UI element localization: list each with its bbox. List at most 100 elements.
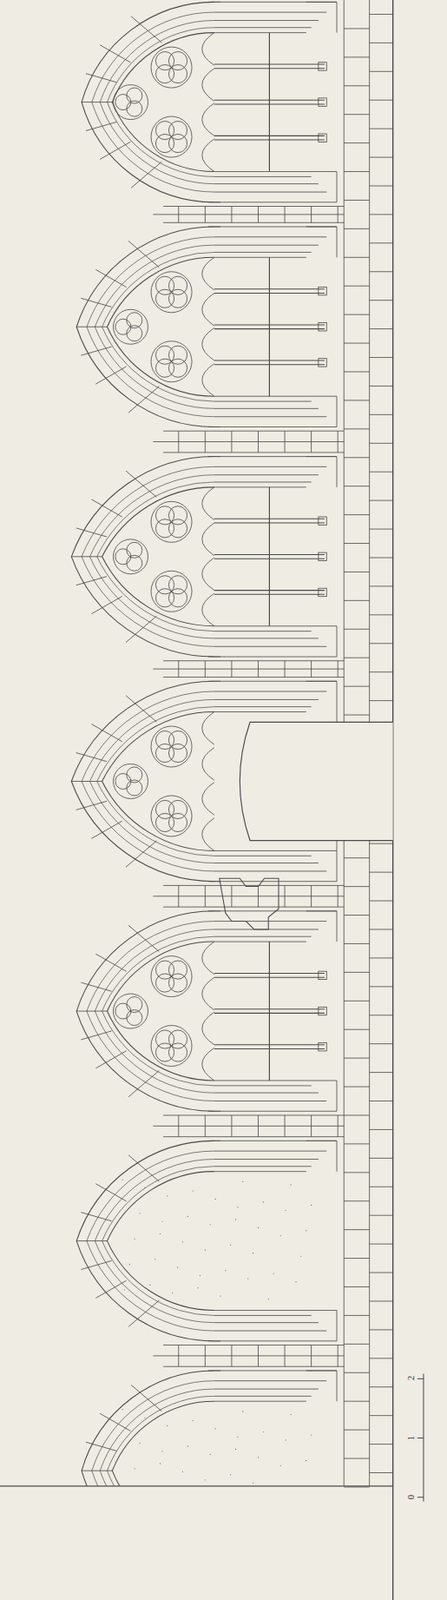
stipple	[204, 1478, 206, 1480]
stone-joint	[214, 480, 312, 482]
stone-joint	[306, 624, 337, 626]
tracery-circle	[151, 500, 192, 542]
stone-joint	[80, 1259, 112, 1269]
stone-joint	[369, 699, 394, 701]
stone-joint	[95, 1183, 126, 1201]
stipple	[122, 1407, 124, 1409]
stone-joint	[214, 395, 307, 397]
stone-joint	[163, 1343, 344, 1345]
stipple	[305, 1459, 307, 1460]
stipple	[204, 1248, 206, 1250]
stone-joint	[343, 314, 369, 316]
stone-joint	[269, 256, 270, 396]
stone-joint	[343, 971, 369, 973]
stone-joint	[269, 940, 270, 1080]
stone-joint	[306, 455, 337, 457]
stone-joint	[369, 442, 394, 444]
stone-joint	[95, 1050, 126, 1068]
stone-joint	[99, 141, 131, 159]
stone-joint	[214, 1339, 337, 1341]
tracery-foil	[115, 772, 132, 789]
stone-joint	[152, 894, 344, 896]
stipple	[124, 1288, 125, 1289]
stipple	[177, 1266, 178, 1268]
stone-joint	[369, 956, 394, 958]
arch-moulding	[92, 1380, 215, 1486]
stipple	[187, 1215, 189, 1217]
stone-joint	[369, 1413, 394, 1415]
stone-joint	[163, 884, 344, 886]
stone-joint	[163, 1135, 344, 1137]
stone-joint	[125, 470, 157, 497]
stone-joint	[369, 642, 394, 644]
arch-moulding	[97, 481, 215, 632]
stone-joint	[369, 1214, 394, 1216]
stone-joint	[369, 270, 394, 272]
stone-joint	[306, 395, 337, 397]
light-head	[202, 68, 215, 102]
stone-joint	[163, 205, 344, 207]
stone-joint	[152, 213, 344, 215]
stone-joint	[336, 171, 338, 203]
doorway	[239, 721, 393, 840]
mullion-end	[318, 516, 327, 525]
stone-joint	[336, 1079, 338, 1111]
stone-joint	[214, 630, 312, 632]
stone-joint	[369, 1156, 394, 1158]
stone-joint	[208, 680, 221, 682]
arch-moulding	[111, 32, 215, 172]
stone-joint	[152, 440, 344, 442]
arch-moulding	[71, 456, 215, 657]
stone-joint	[80, 981, 112, 991]
arch-moulding	[99, 20, 215, 185]
stipple	[144, 1186, 145, 1188]
stone-joint	[214, 26, 312, 28]
stone-joint	[369, 356, 394, 358]
tracery-foil	[168, 52, 187, 71]
mullion-end	[318, 322, 327, 331]
tracery-foil	[168, 276, 187, 295]
stipple	[257, 1226, 259, 1228]
stone-joint	[76, 326, 107, 328]
stone-joint	[343, 913, 369, 915]
stipple	[230, 1472, 231, 1474]
stone-joint	[214, 1387, 319, 1389]
stone-joint	[306, 1, 337, 3]
stone-joint	[163, 1113, 344, 1115]
stone-joint	[214, 880, 337, 881]
stone-joint	[208, 426, 221, 428]
stone-joint	[163, 222, 344, 224]
stipple	[219, 1294, 221, 1296]
tracery-circle	[151, 341, 192, 382]
stone-joint	[343, 628, 369, 630]
stone-joint	[214, 1379, 327, 1381]
stone-joint	[214, 473, 319, 475]
stone-joint	[99, 45, 131, 63]
stone-joint	[343, 27, 369, 29]
stone-joint	[85, 73, 117, 83]
stone-joint	[125, 695, 157, 722]
stone-joint	[369, 328, 394, 329]
stipple	[171, 1291, 173, 1293]
stone-joint	[369, 585, 394, 586]
stone-joint	[336, 1, 338, 33]
stipple	[210, 1222, 211, 1224]
stone-joint	[76, 527, 107, 537]
stone-joint	[417, 1436, 424, 1438]
stone-joint	[214, 226, 337, 228]
stone-joint	[369, 1385, 394, 1387]
stone-joint	[95, 1279, 126, 1297]
stone-joint	[343, 1285, 369, 1287]
stone-joint	[125, 840, 157, 867]
stipple	[154, 1257, 156, 1259]
stipple	[247, 1277, 249, 1279]
stone-joint	[369, 842, 394, 844]
stone-joint	[214, 486, 307, 487]
mullion-end	[318, 587, 327, 596]
stone-joint	[343, 370, 369, 372]
stone-joint	[85, 121, 117, 131]
stipple	[161, 1449, 163, 1451]
stone-joint	[128, 1070, 159, 1097]
stone-joint	[92, 723, 123, 742]
stipple	[290, 1413, 292, 1414]
